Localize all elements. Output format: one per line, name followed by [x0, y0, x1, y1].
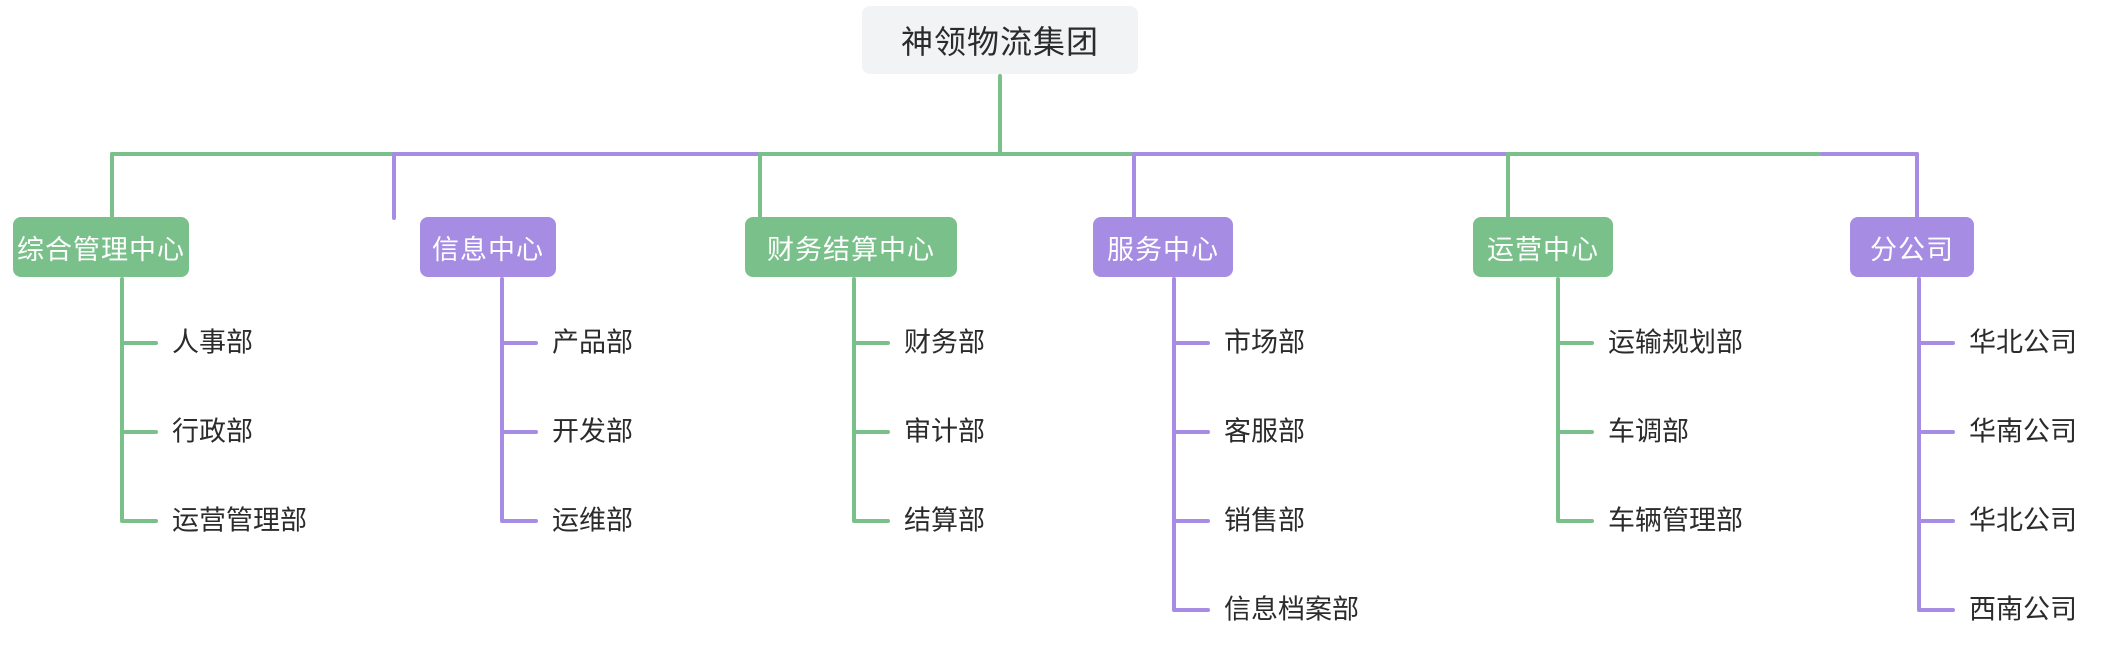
leaf-label[interactable]: 人事部: [172, 327, 253, 358]
leaf-connector-1-1: [120, 341, 158, 345]
leaf-spine-4: [1172, 277, 1176, 610]
branch-node-服务中心[interactable]: 服务中心: [1093, 217, 1233, 277]
leaf-label[interactable]: 销售部: [1224, 505, 1305, 536]
branch-node-运营中心[interactable]: 运营中心: [1473, 217, 1613, 277]
leaf-connector-4-3: [1172, 519, 1210, 523]
leaf-label[interactable]: 行政部: [172, 416, 253, 447]
leaf-connector-2-1: [500, 341, 538, 345]
leaf-connector-3-2: [852, 430, 890, 434]
leaf-label[interactable]: 运输规划部: [1608, 327, 1743, 358]
leaf-label[interactable]: 华北公司: [1969, 505, 2077, 536]
leaf-label[interactable]: 车调部: [1608, 416, 1689, 447]
leaf-label[interactable]: 开发部: [552, 416, 633, 447]
leaf-label[interactable]: 运营管理部: [172, 505, 307, 536]
trunk-segment-1: [110, 152, 394, 156]
trunk-segment-6: [1820, 152, 1919, 156]
root-node-label: 神领物流集团: [900, 24, 1099, 60]
branch-node-label: 财务结算中心: [767, 234, 935, 265]
leaf-connector-4-1: [1172, 341, 1210, 345]
branch-stem-4: [1132, 152, 1136, 220]
branch-stem-6: [1915, 152, 1919, 220]
leaf-label[interactable]: 财务部: [904, 327, 985, 358]
leaf-connector-2-3: [500, 519, 538, 523]
branch-node-label: 综合管理中心: [17, 234, 185, 265]
branch-stem-2: [392, 152, 396, 220]
root-drop-line: [998, 74, 1002, 156]
leaf-connector-6-3: [1917, 519, 1955, 523]
branch-node-财务结算中心[interactable]: 财务结算中心: [745, 217, 957, 277]
leaf-connector-3-3: [852, 519, 890, 523]
trunk-segment-4: [1132, 152, 1508, 156]
leaf-spine-2: [500, 277, 504, 521]
leaf-spine-1: [120, 277, 124, 521]
branch-stem-1: [110, 152, 114, 220]
leaf-connector-6-2: [1917, 430, 1955, 434]
branch-node-分公司[interactable]: 分公司: [1850, 217, 1974, 277]
leaf-connector-1-3: [120, 519, 158, 523]
leaf-connector-4-4: [1172, 608, 1210, 612]
leaf-label[interactable]: 车辆管理部: [1608, 505, 1743, 536]
root-node[interactable]: 神领物流集团: [862, 6, 1138, 74]
branch-node-信息中心[interactable]: 信息中心: [420, 217, 556, 277]
branch-node-综合管理中心[interactable]: 综合管理中心: [13, 217, 189, 277]
leaf-spine-6: [1917, 277, 1921, 610]
leaf-spine-3: [852, 277, 856, 521]
branch-node-label: 运营中心: [1487, 234, 1599, 265]
leaf-connector-5-2: [1556, 430, 1594, 434]
leaf-label[interactable]: 信息档案部: [1224, 594, 1359, 625]
branch-node-label: 分公司: [1870, 234, 1954, 265]
leaf-label[interactable]: 客服部: [1224, 416, 1305, 447]
leaf-connector-6-4: [1917, 608, 1955, 612]
leaf-spine-5: [1556, 277, 1560, 521]
trunk-segment-5: [1506, 152, 1822, 156]
leaf-connector-1-2: [120, 430, 158, 434]
branch-node-label: 服务中心: [1107, 234, 1219, 265]
branch-node-label: 信息中心: [432, 234, 544, 265]
leaf-label[interactable]: 审计部: [904, 416, 985, 447]
leaf-connector-4-2: [1172, 430, 1210, 434]
leaf-label[interactable]: 市场部: [1224, 327, 1305, 358]
leaf-label[interactable]: 运维部: [552, 505, 633, 536]
leaf-label[interactable]: 华北公司: [1969, 327, 2077, 358]
branch-stem-3: [758, 152, 762, 220]
leaf-connector-2-2: [500, 430, 538, 434]
leaf-label[interactable]: 产品部: [552, 327, 633, 358]
leaf-connector-5-3: [1556, 519, 1594, 523]
leaf-connector-6-1: [1917, 341, 1955, 345]
branch-stem-5: [1506, 152, 1510, 220]
trunk-segment-2: [392, 152, 760, 156]
leaf-label[interactable]: 华南公司: [1969, 416, 2077, 447]
leaf-connector-3-1: [852, 341, 890, 345]
leaf-connector-5-1: [1556, 341, 1594, 345]
leaf-label[interactable]: 结算部: [904, 505, 985, 536]
trunk-segment-3: [758, 152, 1134, 156]
leaf-label[interactable]: 西南公司: [1969, 594, 2077, 625]
